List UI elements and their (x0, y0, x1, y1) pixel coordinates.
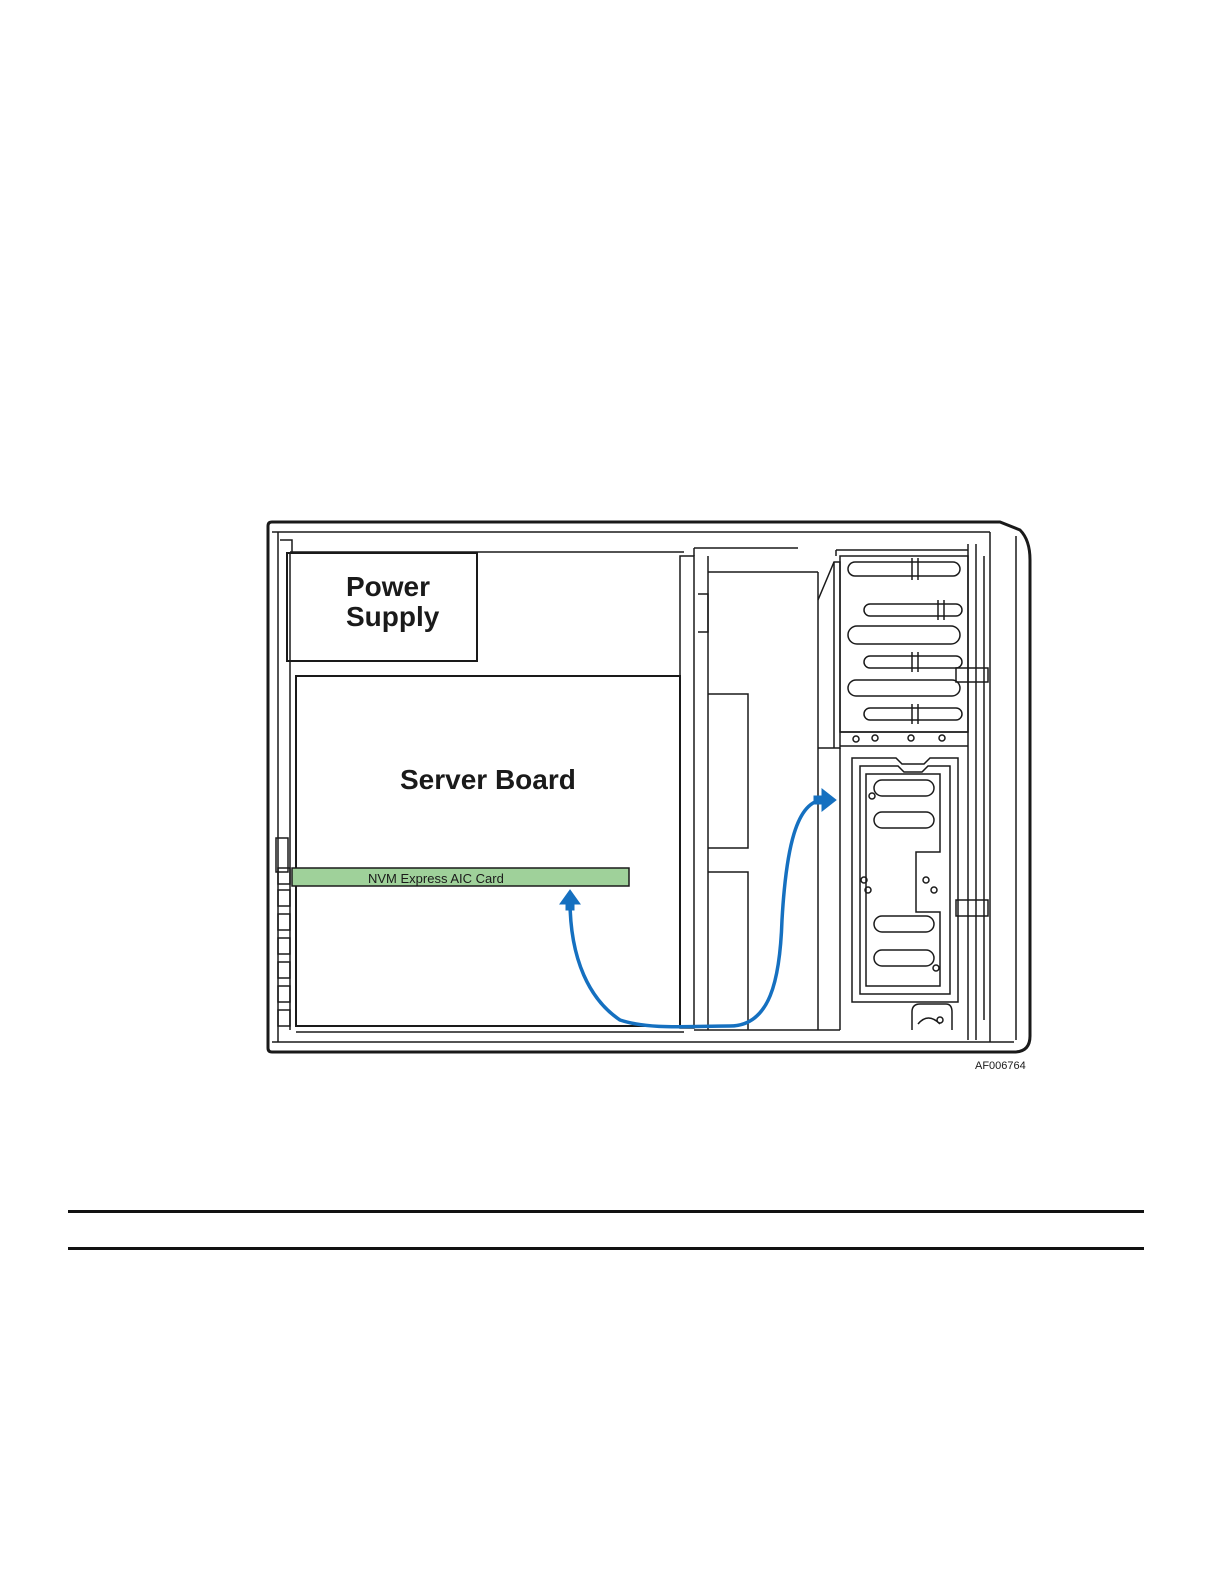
arrow-head-up (560, 890, 580, 910)
server-board-label: Server Board (400, 764, 576, 795)
server-board: Server Board (296, 676, 680, 1026)
center-bracket (680, 548, 968, 1030)
nvme-aic-card-label: NVM Express AIC Card (368, 871, 504, 886)
figure-id: AF006764 (975, 1060, 1026, 1072)
power-supply: Power Supply (287, 553, 477, 661)
hdd-tray (852, 758, 958, 1030)
power-supply-label-line1: Power (346, 571, 430, 602)
horizontal-rule-bottom (68, 1247, 1144, 1250)
horizontal-rule-top (68, 1210, 1144, 1213)
power-supply-label-line2: Supply (346, 601, 440, 632)
cable-routing-arrow (560, 789, 836, 1027)
nvme-aic-card: NVM Express AIC Card (292, 868, 629, 886)
